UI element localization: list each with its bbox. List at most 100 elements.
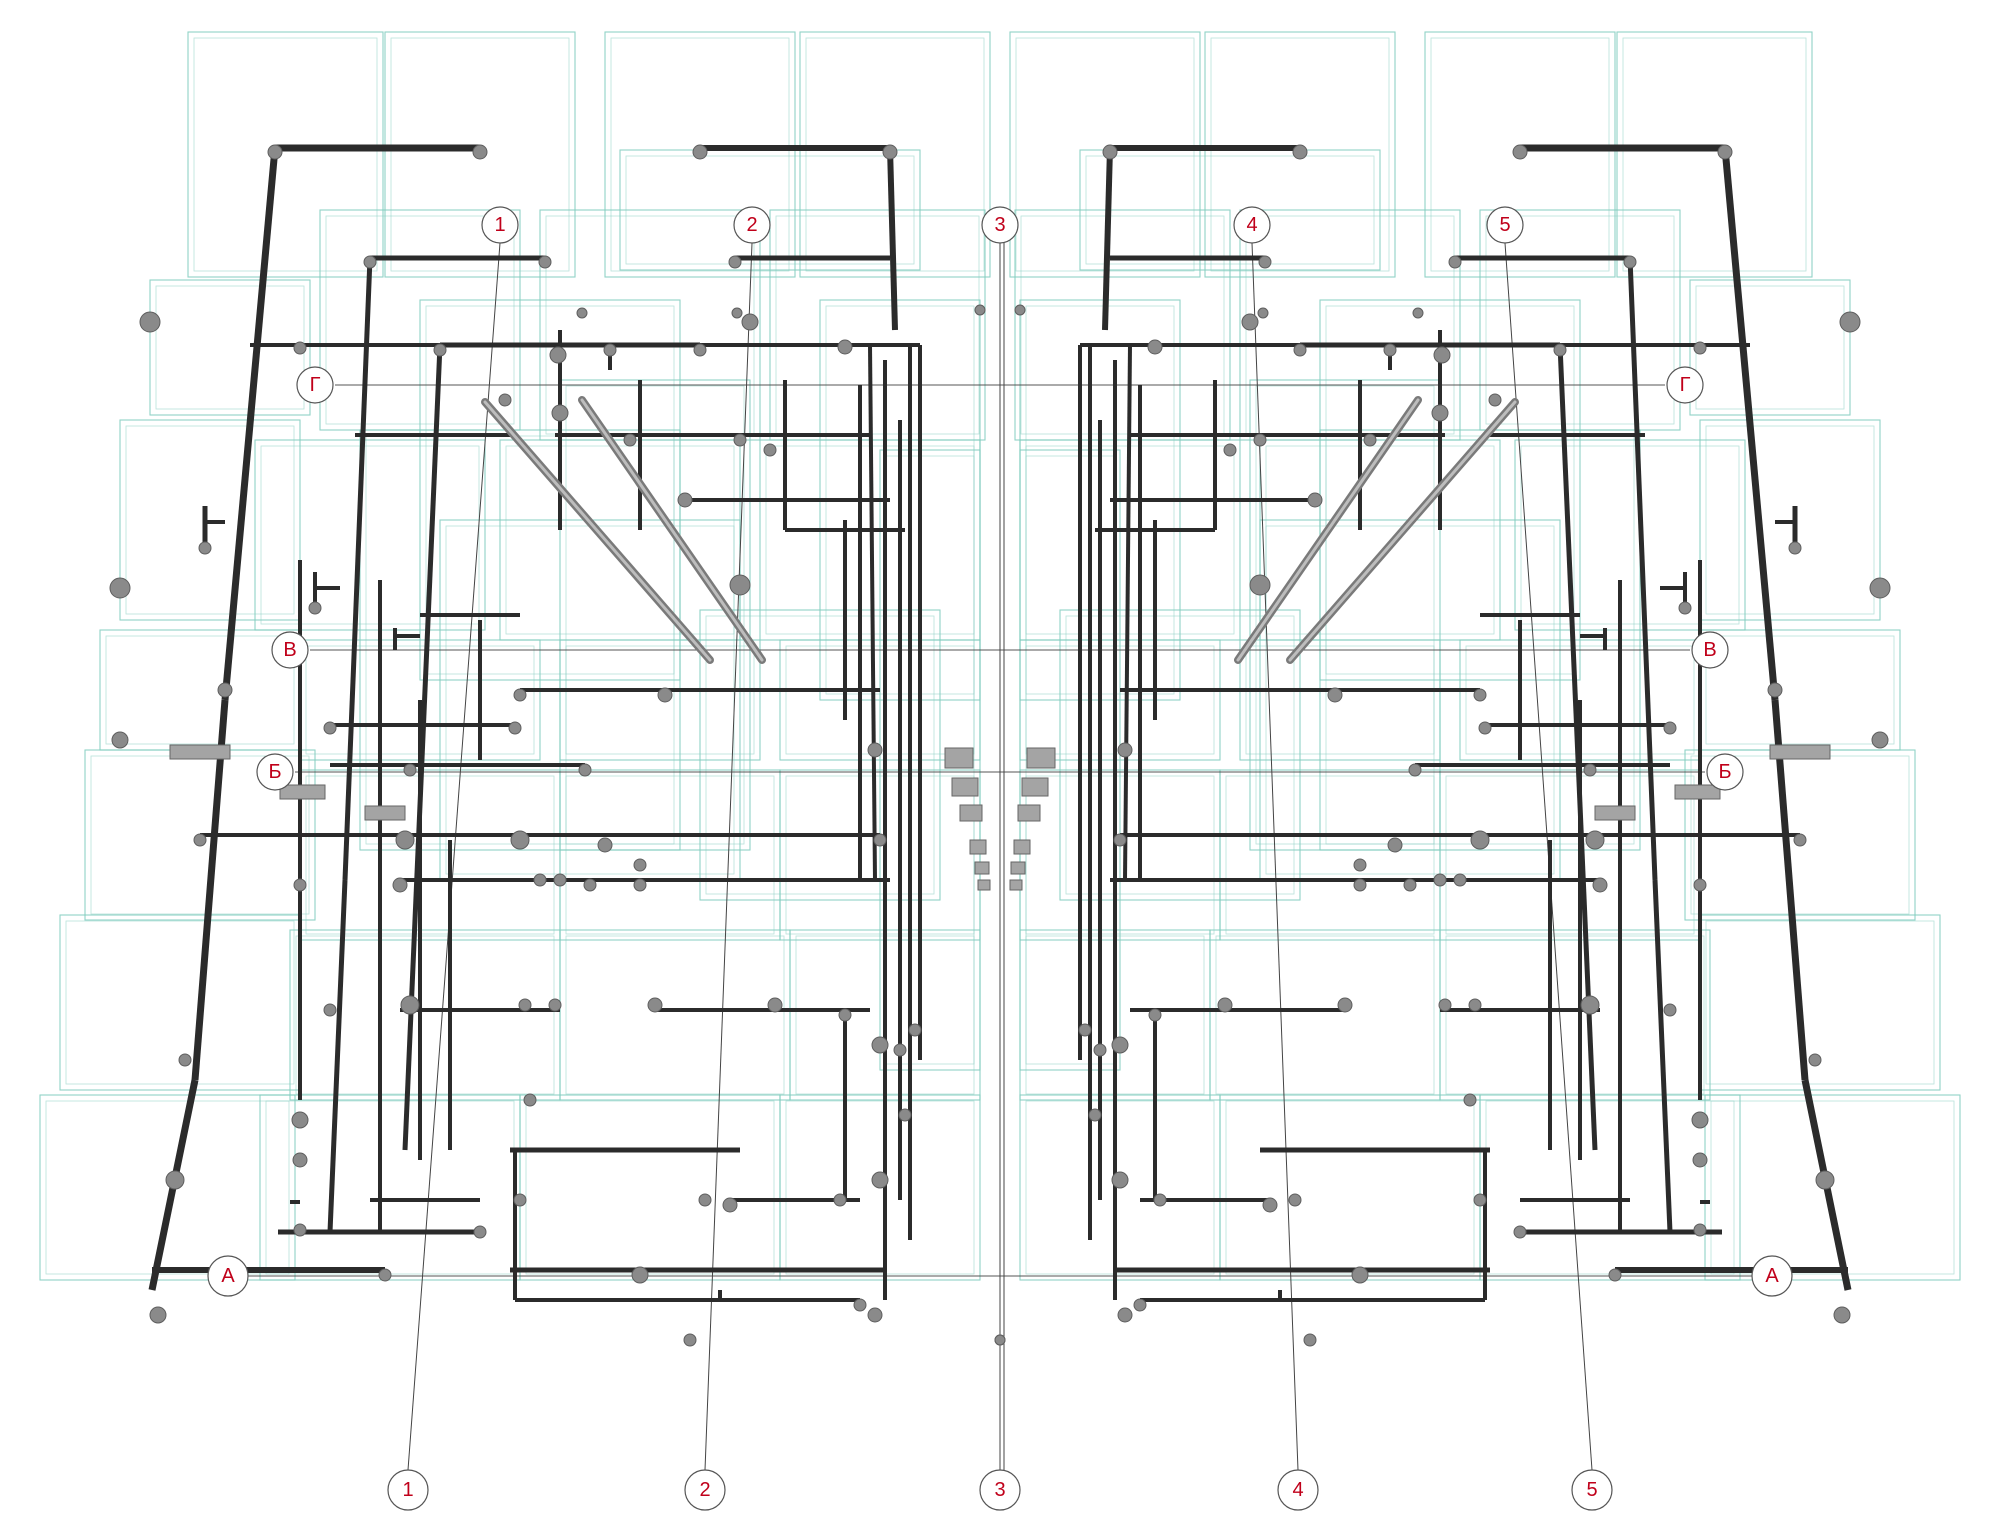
pile-head-right-48 [1363, 433, 1377, 447]
pile-head-left-143 [111, 731, 129, 749]
pile-head-right-76 [1585, 830, 1605, 850]
slab-inner-outline-right-16 [1020, 215, 1225, 435]
pile-head-right-34 [1383, 343, 1397, 357]
beam-right-6 [1771, 699, 1809, 1081]
slab-outline-right-56 [1019, 1094, 1221, 1281]
slab-outline-right-16 [1014, 209, 1231, 441]
pile-head-left-23 [741, 313, 759, 331]
beam-right-92 [1123, 344, 1132, 881]
pile-head-right-56 [1678, 601, 1692, 615]
beam-left-17 [342, 257, 373, 881]
pile-head-right-52 [1249, 574, 1271, 596]
pile-head-left-69 [867, 742, 883, 758]
axis-bubble-top-1-label: 1 [494, 214, 505, 236]
pile-head-left-29 [731, 307, 743, 319]
pile-head-right-40 [1488, 393, 1502, 407]
slab-inner-outline-left-63 [625, 155, 915, 265]
pile-head-left-67 [403, 763, 417, 777]
slab-inner-outline-left-43 [295, 935, 555, 1095]
axis-bubble-right-Г-label: Г [1680, 374, 1691, 396]
slab-inner-outline-right-14 [1245, 215, 1455, 435]
beam-right-4 [1721, 147, 1779, 701]
slab-outline-right-6 [1204, 31, 1396, 278]
axis-bubble-top-2: 2 [733, 206, 771, 244]
axis-lines-layer [248, 242, 1752, 1471]
diagonal-brace-highlight-right-4 [1236, 398, 1420, 662]
pile-head-right-50 [1307, 492, 1323, 508]
axis-line-4 [1251, 242, 1299, 1471]
pile-head-left-129 [378, 1268, 392, 1282]
slab-inner-outline-left-17 [125, 425, 295, 615]
pile-head-right-132 [1351, 1266, 1369, 1284]
pile-head-right-62 [1327, 687, 1343, 703]
axis-line-1 [407, 242, 501, 1471]
pile-head-left-109 [838, 1008, 852, 1022]
pile-head-left-31 [433, 343, 447, 357]
beam-left-13 [887, 147, 898, 331]
pile-head-left-3 [472, 144, 488, 160]
pile-head-left-53 [217, 682, 233, 698]
pile-head-right-32 [1553, 343, 1567, 357]
pile-head-right-24 [1241, 313, 1259, 331]
pile-head-right-84 [1453, 873, 1467, 887]
pile-head-left-149 [523, 1093, 537, 1107]
pile-head-right-110 [1148, 1008, 1162, 1022]
pile-head-right-2 [1717, 144, 1733, 160]
slab-inner-outline-right-50 [1710, 1100, 1955, 1275]
pile-head-right-130 [1608, 1268, 1622, 1282]
wall-block-left-15 [279, 784, 326, 800]
pile-head-left-25 [837, 339, 853, 355]
pile-head-left-111 [871, 1036, 889, 1054]
pile-head-right-142 [994, 1334, 1006, 1346]
slab-outline-left-69 [419, 299, 681, 681]
slab-inner-outline-left-49 [45, 1100, 290, 1275]
slab-inner-outline-right-22 [1265, 445, 1495, 635]
slab-outline-right-14 [1239, 209, 1461, 441]
slab-outline-right-26 [1699, 629, 1901, 751]
pile-head-left-51 [729, 574, 751, 596]
slab-inner-outline-left-15 [775, 215, 980, 435]
pile-head-right-86 [1433, 873, 1447, 887]
pile-head-left-155 [898, 1108, 912, 1122]
pile-head-right-70 [1117, 742, 1133, 758]
pile-head-left-115 [292, 1152, 308, 1168]
slab-inner-outline-left-53 [525, 1100, 775, 1275]
pile-head-right-74 [1793, 833, 1807, 847]
pile-head-right-20 [1433, 346, 1451, 364]
axis-bubble-top-3-ring [981, 206, 1019, 244]
pile-head-right-128 [1262, 1197, 1278, 1213]
axis-bubble-top-2-label: 2 [746, 214, 757, 236]
wall-block-right-14 [1769, 744, 1831, 760]
slab-inner-outline-right-38 [1225, 775, 1435, 935]
slab-inner-outline-right-62 [1255, 385, 1435, 845]
slab-inner-outline-left-3 [390, 37, 570, 272]
axis-bubble-bottom-3: 3 [979, 1469, 1021, 1511]
axis-bubble-bottom-3-label: 3 [994, 1479, 1005, 1501]
slab-inner-outline-right-36 [1445, 775, 1695, 935]
slab-inner-outline-right-64 [1085, 155, 1375, 265]
axis-bubble-right-Г-ring [1666, 366, 1704, 404]
axis-bubble-left-Б-label: Б [268, 761, 281, 783]
slab-outline-right-46 [1209, 929, 1441, 1101]
pile-head-left-93 [293, 878, 307, 892]
slab-outline-right-50 [1704, 1094, 1961, 1281]
pile-head-left-55 [308, 601, 322, 615]
axis-bubble-right-В-label: В [1703, 639, 1716, 661]
pile-head-left-27 [974, 304, 986, 316]
pile-head-left-89 [873, 833, 887, 847]
pile-head-left-105 [647, 997, 663, 1013]
wall-block-left-7 [969, 839, 987, 855]
pile-head-right-114 [1815, 1170, 1835, 1190]
pile-head-left-103 [548, 998, 562, 1012]
pile-head-right-46 [1788, 541, 1802, 555]
pile-head-right-100 [1580, 995, 1600, 1015]
beam-right-14 [1102, 147, 1113, 331]
axis-bubble-left-В: В [271, 631, 309, 669]
slab-outline-right-54 [1219, 1094, 1481, 1281]
axis-bubble-right-Б: Б [1706, 753, 1744, 791]
pile-head-left-145 [178, 1053, 192, 1067]
pile-head-right-38 [1431, 404, 1449, 422]
